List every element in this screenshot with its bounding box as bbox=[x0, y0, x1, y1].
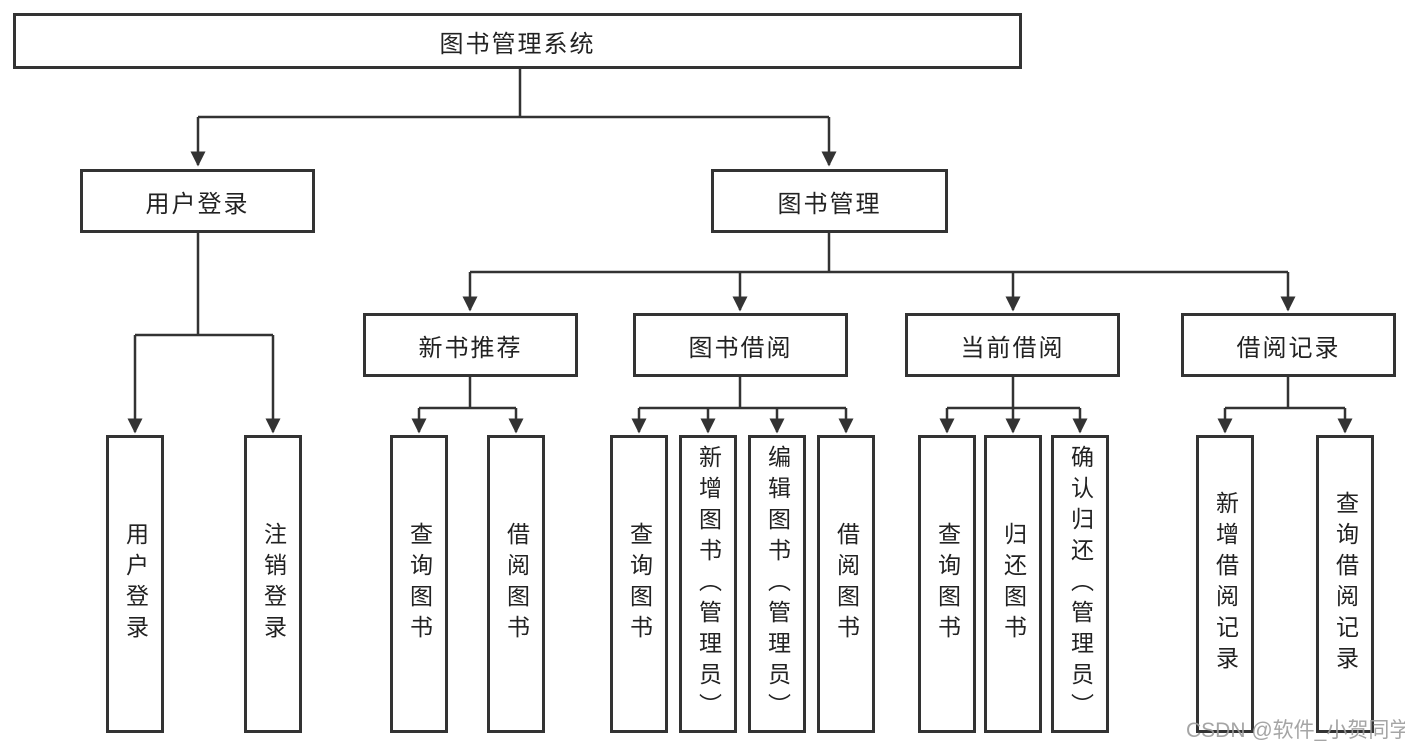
leaf-label: 归还图书 bbox=[1000, 522, 1027, 646]
connector-book-borrowing-bus bbox=[639, 377, 846, 410]
connector-user-login-bus bbox=[135, 233, 273, 337]
node-label: 图书借阅 bbox=[688, 334, 793, 362]
connector-new-book-bus bbox=[419, 377, 516, 410]
leaf-borrowing-query-books: 查询图书 bbox=[610, 435, 668, 733]
node-label: 当前借阅 bbox=[960, 334, 1065, 362]
leaf-label: 用户登录 bbox=[122, 522, 149, 646]
connector-root-bus bbox=[198, 69, 829, 119]
node-book-borrowing: 图书借阅 bbox=[633, 313, 848, 377]
node-user-login: 用户登录 bbox=[80, 169, 315, 233]
leaf-current-return-books: 归还图书 bbox=[984, 435, 1042, 733]
leaf-label: 确认归还（管理员） bbox=[1067, 444, 1094, 724]
leaf-label: 查询借阅记录 bbox=[1332, 491, 1359, 677]
leaf-records-query-record: 查询借阅记录 bbox=[1316, 435, 1374, 733]
connector-borrowing-records-bus bbox=[1225, 377, 1345, 410]
leaf-label: 编辑图书（管理员） bbox=[764, 444, 791, 724]
leaf-borrowing-edit-books-admin: 编辑图书（管理员） bbox=[748, 435, 806, 733]
node-new-book-recommend: 新书推荐 bbox=[363, 313, 578, 377]
leaf-label: 借阅图书 bbox=[503, 522, 530, 646]
leaf-label: 新增图书（管理员） bbox=[695, 444, 722, 724]
leaf-label: 查询图书 bbox=[406, 522, 433, 646]
connector-current-borrowing-bus bbox=[947, 377, 1080, 410]
node-label: 图书管理 bbox=[777, 190, 882, 218]
leaf-records-add-record: 新增借阅记录 bbox=[1196, 435, 1254, 733]
node-label: 借阅记录 bbox=[1236, 334, 1341, 362]
leaf-recommend-borrow-books: 借阅图书 bbox=[487, 435, 545, 733]
node-label: 新书推荐 bbox=[418, 334, 523, 362]
leaf-label: 注销登录 bbox=[260, 522, 287, 646]
node-book-management: 图书管理 bbox=[711, 169, 948, 233]
node-label: 图书管理系统 bbox=[439, 30, 596, 58]
csdn-watermark: CSDN @软件_小贺同学 bbox=[1186, 719, 1405, 742]
node-current-borrowing: 当前借阅 bbox=[905, 313, 1120, 377]
leaf-current-query-books: 查询图书 bbox=[918, 435, 976, 733]
leaf-user-login: 用户登录 bbox=[106, 435, 164, 733]
leaf-label: 查询图书 bbox=[626, 522, 653, 646]
connector-book-management-bus bbox=[470, 233, 1288, 274]
node-label: 用户登录 bbox=[145, 190, 250, 218]
leaf-recommend-query-books: 查询图书 bbox=[390, 435, 448, 733]
leaf-label: 借阅图书 bbox=[833, 522, 860, 646]
leaf-borrowing-borrow-books: 借阅图书 bbox=[817, 435, 875, 733]
leaf-logout: 注销登录 bbox=[244, 435, 302, 733]
leaf-current-confirm-return-admin: 确认归还（管理员） bbox=[1051, 435, 1109, 733]
leaf-borrowing-add-books-admin: 新增图书（管理员） bbox=[679, 435, 737, 733]
node-borrowing-records: 借阅记录 bbox=[1181, 313, 1396, 377]
leaf-label: 新增借阅记录 bbox=[1212, 491, 1239, 677]
node-library-management-system: 图书管理系统 bbox=[13, 13, 1022, 69]
leaf-label: 查询图书 bbox=[934, 522, 961, 646]
